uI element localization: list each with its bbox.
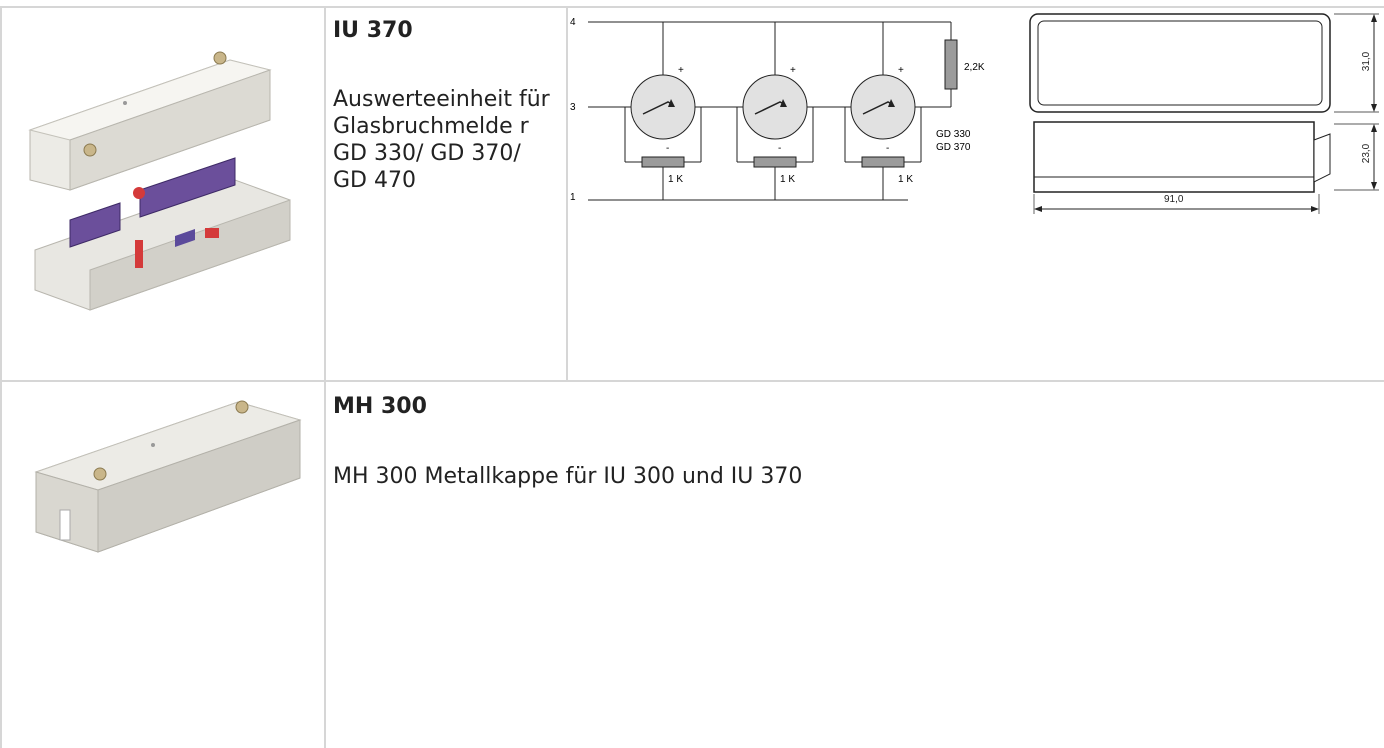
model-label-gd370: GD 370 bbox=[936, 142, 971, 153]
svg-text:1 K: 1 K bbox=[898, 174, 913, 185]
terminal-label-1: 1 bbox=[570, 192, 576, 203]
terminal-label-4: 4 bbox=[570, 17, 576, 28]
svg-text:-: - bbox=[886, 143, 889, 154]
resistor-2-2k bbox=[944, 39, 958, 90]
iu370-product-image bbox=[20, 40, 310, 330]
product-description-mh300: MH 300 Metallkappe für IU 300 und IU 370 bbox=[333, 464, 803, 489]
dimension-drawing: 31,0 23,0 91,0 bbox=[1024, 12, 1384, 232]
product-title-iu370: IU 370 bbox=[333, 18, 413, 43]
row-divider bbox=[0, 380, 1384, 382]
dim-label-height-bottom: 23,0 bbox=[1361, 143, 1373, 164]
svg-text:+: + bbox=[898, 65, 904, 76]
product-description-iu370: Auswerteeinheit für Glasbruchmelde r GD … bbox=[333, 87, 550, 193]
svg-text:+: + bbox=[790, 65, 796, 76]
mh300-product-image bbox=[28, 392, 313, 572]
svg-text:-: - bbox=[666, 143, 669, 154]
svg-text:1 K: 1 K bbox=[780, 174, 795, 185]
wiring-schematic: 4 3 1 2,2K + - 1 K bbox=[568, 12, 1008, 212]
dim-label-width: 91,0 bbox=[1164, 194, 1184, 205]
col-divider-3 bbox=[566, 6, 568, 380]
model-label-gd330: GD 330 bbox=[936, 129, 971, 140]
col-divider-2 bbox=[324, 6, 326, 748]
dim-label-height-top: 31,0 bbox=[1361, 51, 1373, 72]
col-divider-1 bbox=[0, 6, 2, 748]
svg-text:1 K: 1 K bbox=[668, 174, 683, 185]
svg-text:-: - bbox=[778, 143, 781, 154]
terminal-label-3: 3 bbox=[570, 102, 576, 113]
table-border-top bbox=[0, 6, 1384, 8]
resistor-top-label: 2,2K bbox=[964, 62, 985, 73]
product-title-mh300: MH 300 bbox=[333, 394, 427, 419]
svg-text:+: + bbox=[678, 65, 684, 76]
